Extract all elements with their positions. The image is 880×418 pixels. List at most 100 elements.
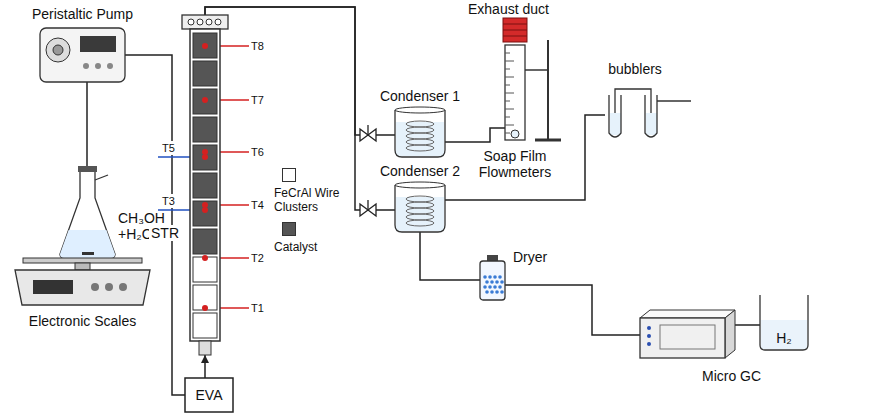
- scale-button: [91, 283, 99, 291]
- desiccant-grain: [485, 280, 489, 284]
- reactor-outline: [185, 15, 225, 355]
- gc-side: [725, 310, 735, 358]
- bubbler-liquid: [610, 113, 621, 135]
- desiccant-grain: [495, 280, 499, 284]
- graduation: [505, 85, 510, 86]
- desiccant-grain: [493, 285, 497, 289]
- desiccant-grain: [500, 280, 504, 284]
- duct-stripe: [503, 30, 527, 31]
- scale-outline: [15, 258, 150, 305]
- condenser-water: [396, 197, 444, 231]
- pump-screen: [80, 36, 116, 52]
- pipe-connector: [205, 7, 395, 135]
- stand-clamp: [525, 69, 548, 71]
- graduation: [505, 53, 510, 54]
- beaker-glass: [760, 295, 808, 350]
- bubblers-outline: [605, 95, 665, 140]
- condenser-coil: [406, 133, 434, 139]
- gas-chromatograph-outline: [640, 310, 735, 358]
- reactor-node: STR: [185, 15, 225, 355]
- thermocouple-label: T6: [251, 145, 264, 159]
- thermocouple-tip: [202, 255, 208, 261]
- dryer-bottle: [480, 261, 505, 300]
- pipe-connector: [205, 7, 395, 210]
- pump-button: [83, 63, 89, 69]
- exhaust-duct: [503, 18, 527, 42]
- thermocouple-tip: [202, 305, 208, 311]
- duct-body: [503, 18, 527, 42]
- bubblers-node: bubblers: [605, 95, 665, 140]
- gc-indicator: [647, 334, 651, 338]
- desiccant-grain: [498, 275, 502, 279]
- reactor-cap: [182, 15, 228, 29]
- desiccant-grain: [490, 290, 494, 294]
- thermocouple-tip: [202, 43, 208, 49]
- desiccant-grain: [495, 290, 499, 294]
- condenser-coil: [406, 202, 434, 208]
- condenser-coil: [406, 127, 434, 133]
- pump-head: [46, 38, 70, 62]
- wire-cluster-segment: [193, 285, 217, 310]
- thermocouple-label: T2: [251, 251, 264, 265]
- desiccant-grain: [488, 285, 492, 289]
- bubblers-label: bubblers: [608, 61, 662, 77]
- graduation: [505, 101, 510, 102]
- thermocouple-tip: [202, 97, 208, 103]
- gas-label: H₂: [760, 330, 808, 346]
- beaker-node: H₂: [760, 295, 808, 350]
- bubbler-tube: [609, 95, 621, 137]
- desiccant-grain: [498, 285, 502, 289]
- duct-stripe: [503, 36, 527, 37]
- dryer-node: Dryer: [480, 255, 505, 300]
- graduation: [505, 125, 514, 126]
- scale-post: [75, 263, 90, 270]
- cap-port: [188, 19, 194, 25]
- desiccant-grain: [490, 280, 494, 284]
- valve: [360, 200, 376, 216]
- pipe-connector: [420, 232, 480, 280]
- gc-top: [640, 310, 735, 318]
- thermocouple-label: T3: [160, 194, 177, 208]
- bubbler-liquid: [646, 113, 657, 135]
- desiccant-grain: [488, 275, 492, 279]
- graduation: [505, 109, 514, 110]
- condenser-vessel: [395, 185, 445, 232]
- duct-stripe: [503, 24, 527, 25]
- beaker-liquid: [761, 320, 807, 349]
- scale-body: [15, 270, 150, 305]
- pump-button: [107, 63, 113, 69]
- condenser-coil: [406, 220, 434, 226]
- desiccant-grain: [493, 275, 497, 279]
- thermocouple-label: T7: [251, 93, 264, 107]
- flowmeter-node: Soap Film Flowmeters: [505, 45, 525, 140]
- condenser-coil: [406, 214, 434, 220]
- pipe-connector: [204, 355, 206, 378]
- condenser-label: Condenser 2: [380, 163, 460, 179]
- gas-chromatograph-node: Micro GC: [640, 310, 735, 358]
- scale-display: [33, 280, 73, 294]
- graduation: [505, 61, 514, 62]
- condenser-label: Condenser 1: [380, 88, 460, 104]
- cap-port: [206, 19, 212, 25]
- reactor-label: STR: [149, 225, 181, 241]
- scale-button: [119, 283, 127, 291]
- catalyst-segment: [193, 117, 217, 142]
- dryer-label: Dryer: [513, 249, 547, 265]
- condenser-coil: [406, 145, 434, 151]
- pipe-connector: [86, 82, 88, 170]
- cap-port: [197, 19, 203, 25]
- catalyst-segment: [193, 201, 217, 226]
- condenser-node: Condenser 2: [395, 185, 445, 232]
- gc-indicator: [647, 342, 651, 346]
- flask-glass: [60, 170, 115, 258]
- valve-stem: [367, 125, 368, 135]
- evaporator-node: EVA: [185, 378, 233, 412]
- valve: [360, 125, 376, 141]
- pump-body: [40, 28, 125, 82]
- pump-label: Peristaltic Pump: [32, 6, 133, 22]
- catalyst-segment: [193, 173, 217, 198]
- bubbler-tube: [645, 95, 657, 137]
- gc-panel: [660, 325, 715, 349]
- flask-arm: [95, 175, 108, 180]
- catalyst-segment: [193, 145, 217, 170]
